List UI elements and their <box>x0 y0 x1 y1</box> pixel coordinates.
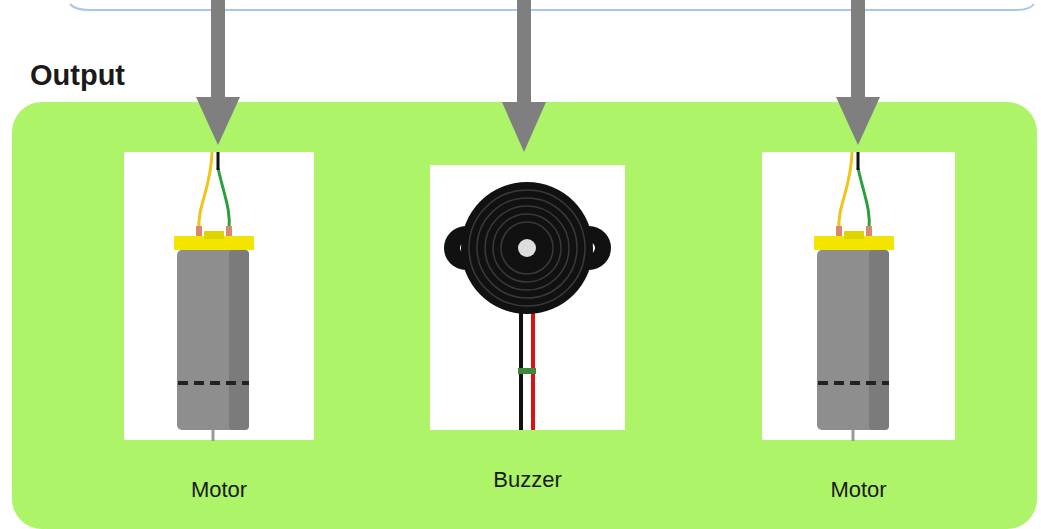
device-label: Motor <box>94 477 344 503</box>
motor-drawing <box>814 152 894 441</box>
device-label: Buzzer <box>400 467 655 493</box>
device-label: Motor <box>732 477 985 503</box>
buzzer-drawing <box>444 182 611 430</box>
panel-heading: Output <box>30 58 125 93</box>
motor-drawing <box>174 152 254 441</box>
down-arrows <box>196 0 880 152</box>
